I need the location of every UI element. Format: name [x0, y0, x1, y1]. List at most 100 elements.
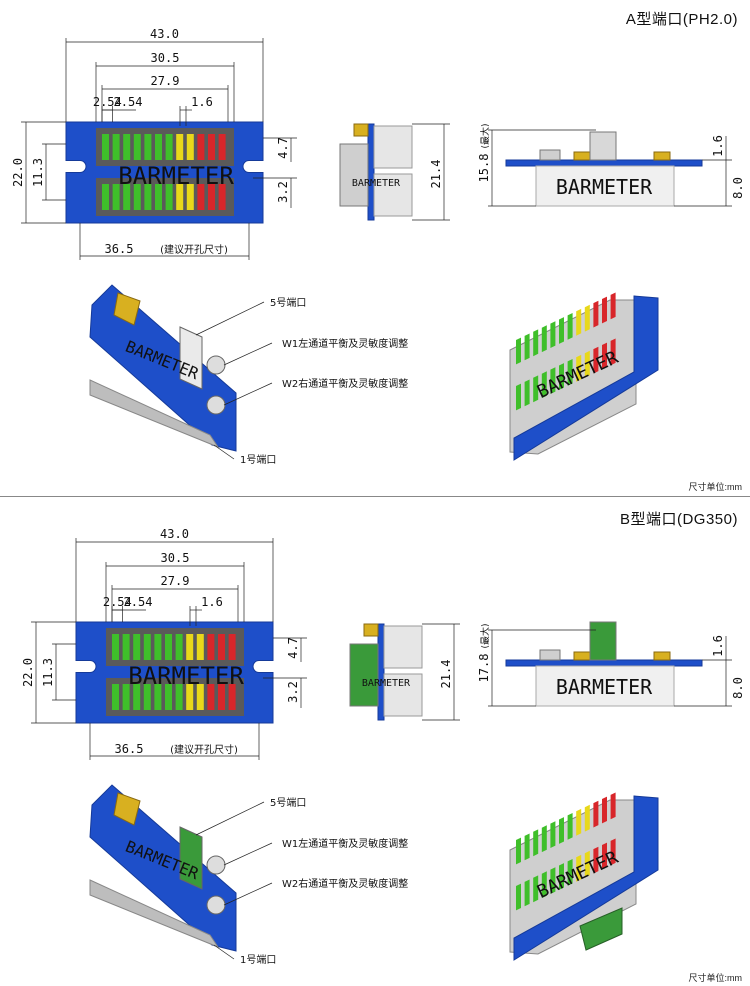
led-segment-iso — [602, 296, 607, 324]
led-segment-iso — [524, 379, 530, 407]
led-segment — [133, 134, 141, 160]
led-segment-iso — [550, 821, 556, 848]
iso-view-front: BARMETER — [509, 792, 659, 961]
pcb-edge — [377, 623, 385, 721]
window-iso — [89, 379, 220, 449]
led-segment — [208, 184, 215, 210]
dimension-label: 17.8 — [477, 654, 491, 683]
callout-w1: W1左通道平衡及灵敏度调整 — [282, 337, 408, 350]
led-segment-iso — [524, 333, 530, 361]
led-segment — [228, 634, 236, 660]
connector-side — [339, 143, 369, 207]
led-segment — [133, 634, 141, 660]
led-segment — [143, 634, 151, 660]
led-segment-iso — [524, 833, 530, 861]
led-segment — [175, 634, 183, 660]
led-segment — [112, 184, 120, 210]
dimension-label: 1.6 — [201, 595, 223, 609]
component-profile — [539, 149, 561, 161]
window-profile — [535, 665, 675, 707]
led-segment-iso — [576, 808, 582, 836]
watermark: BARMETER — [362, 678, 411, 689]
led-segment-iso — [584, 850, 590, 878]
led-segment-iso — [541, 871, 547, 899]
led-segment — [122, 684, 130, 710]
led-segment — [165, 634, 172, 660]
pcb-edge — [367, 123, 375, 221]
callout-leader — [223, 882, 273, 906]
led-segment-iso — [524, 879, 530, 907]
led-segment-iso — [576, 854, 582, 882]
led-segment — [123, 184, 131, 210]
led-segment — [186, 184, 194, 210]
led-segment — [196, 634, 204, 660]
dimension-note: (建议开孔尺寸) — [170, 743, 238, 756]
watermark: BARMETER — [118, 162, 234, 190]
window-shell-iso — [509, 299, 637, 455]
led-segment — [175, 684, 183, 710]
trimmer-iso — [113, 292, 141, 326]
led-segment-iso — [567, 313, 573, 340]
led-segment-iso — [559, 863, 564, 890]
trimmer-iso — [113, 792, 141, 826]
led-segment-iso — [533, 375, 539, 403]
led-segment — [196, 684, 204, 710]
led-segment-iso — [610, 838, 616, 866]
connector-iso — [179, 326, 203, 390]
led-segment — [207, 684, 215, 710]
led-segment — [102, 134, 109, 160]
dimension-label: 11.3 — [31, 158, 45, 187]
dimension-label: 1.6 — [191, 95, 213, 109]
led-segment-iso — [576, 308, 582, 336]
dimension-note: (最大) — [479, 623, 491, 648]
led-segment — [218, 184, 226, 210]
led-segment-iso — [541, 371, 547, 399]
dimension-label: 2.54 — [93, 95, 122, 109]
pcb-iso — [89, 784, 237, 952]
led-segment-iso — [584, 804, 590, 832]
dimension-label: 15.8 — [477, 154, 491, 183]
led-segment — [228, 684, 236, 710]
dimension-label: 30.5 — [161, 551, 190, 565]
dimension-label: 3.2 — [286, 681, 300, 703]
led-segment — [218, 684, 225, 710]
led-segment-iso — [602, 342, 607, 370]
callout-leader — [223, 842, 273, 866]
led-segment — [102, 184, 109, 210]
watermark: BARMETER — [128, 662, 244, 690]
unit-label: 尺寸单位:mm — [688, 482, 743, 492]
section-title: A型端口(PH2.0) — [625, 11, 738, 28]
pcb-iso — [513, 295, 659, 461]
led-segment-iso — [567, 813, 573, 840]
led-segment-iso — [533, 875, 539, 903]
window-shell-top — [373, 125, 413, 169]
unit-label: 尺寸单位:mm — [688, 973, 743, 983]
led-segment-iso — [610, 292, 616, 320]
led-segment — [197, 184, 205, 210]
dimension-label: 36.5 — [105, 242, 134, 256]
dimension-label: 22.0 — [21, 658, 35, 687]
section-divider — [0, 496, 750, 497]
led-segment-iso — [602, 842, 607, 870]
profile-view: BARMETER — [505, 621, 703, 707]
trimmer-side — [353, 123, 369, 137]
dimension-label: 43.0 — [150, 27, 179, 41]
profile-view: BARMETER — [505, 131, 703, 207]
led-segment-iso — [593, 846, 599, 874]
led-segment-iso — [559, 817, 564, 844]
led-segment — [155, 134, 162, 160]
side-view: BARMETER — [339, 123, 413, 221]
watermark: BARMETER — [556, 175, 653, 199]
led-segment-iso — [550, 867, 556, 894]
callout-w2: W2右通道平衡及灵敏度调整 — [282, 877, 408, 890]
pcb-iso — [89, 284, 237, 452]
callout-leader — [195, 301, 265, 336]
callout-port5: 5号端口 — [270, 296, 306, 309]
led-segment — [154, 634, 162, 660]
window-shell-top — [383, 625, 423, 669]
pcb-profile — [505, 659, 703, 667]
trimmer-w1-iso — [206, 355, 226, 375]
